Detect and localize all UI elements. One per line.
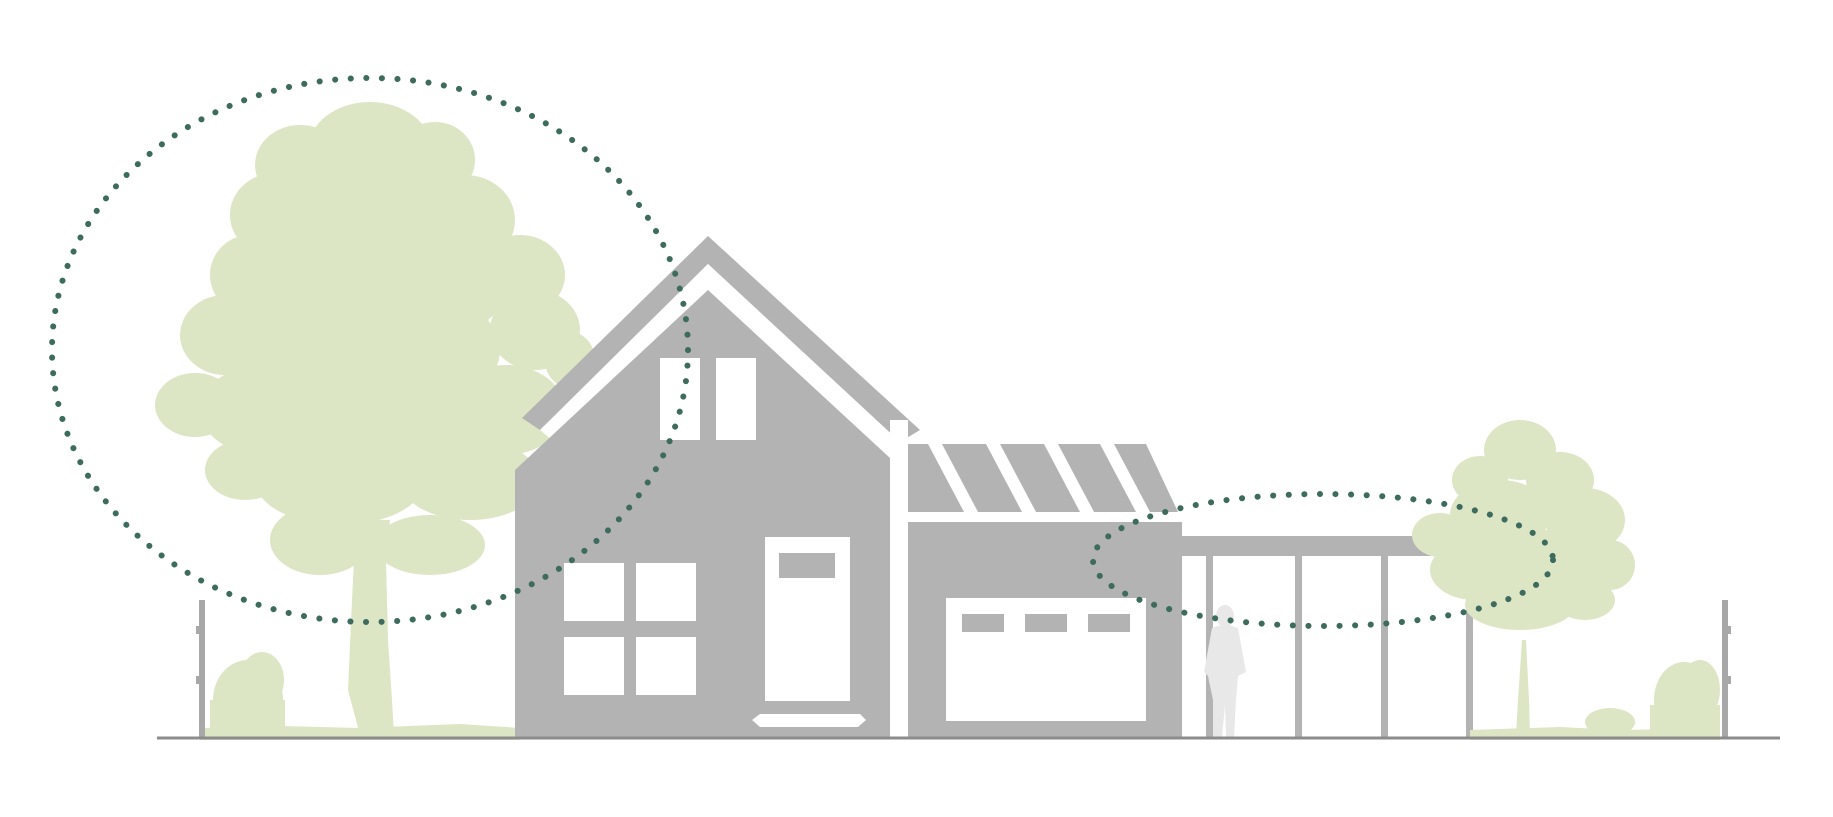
house bbox=[515, 236, 1487, 740]
main-gable-roof bbox=[522, 236, 920, 442]
large-tree-canopy bbox=[155, 102, 595, 575]
large-tree-leaf-gaps bbox=[243, 191, 488, 474]
main-window bbox=[564, 563, 696, 695]
small-tree-canopy bbox=[1412, 420, 1635, 630]
attic-window-left bbox=[660, 358, 700, 440]
solar-panel-slats bbox=[928, 444, 1150, 512]
carport-roof-highlight bbox=[1090, 491, 1556, 629]
attic-window-right bbox=[716, 358, 756, 440]
small-tree-trunk bbox=[1516, 640, 1530, 735]
large-tree-canopy-highlight bbox=[49, 75, 691, 625]
door-step bbox=[752, 714, 866, 727]
garage-roof-strip bbox=[908, 510, 1182, 522]
door-window bbox=[779, 553, 835, 578]
left-fence-post bbox=[196, 600, 205, 737]
right-shrub bbox=[1585, 660, 1720, 738]
left-ground-grass bbox=[200, 724, 520, 740]
carport-roof bbox=[1182, 536, 1487, 556]
garage-parapet bbox=[1146, 522, 1182, 737]
large-tree-trunk bbox=[348, 520, 394, 735]
large-tree bbox=[155, 102, 595, 735]
volume-separator bbox=[890, 420, 908, 740]
garage-door-windows bbox=[962, 614, 1130, 632]
right-fence-post bbox=[1722, 600, 1731, 737]
carport-posts bbox=[1206, 556, 1473, 737]
small-tree bbox=[1412, 420, 1635, 735]
